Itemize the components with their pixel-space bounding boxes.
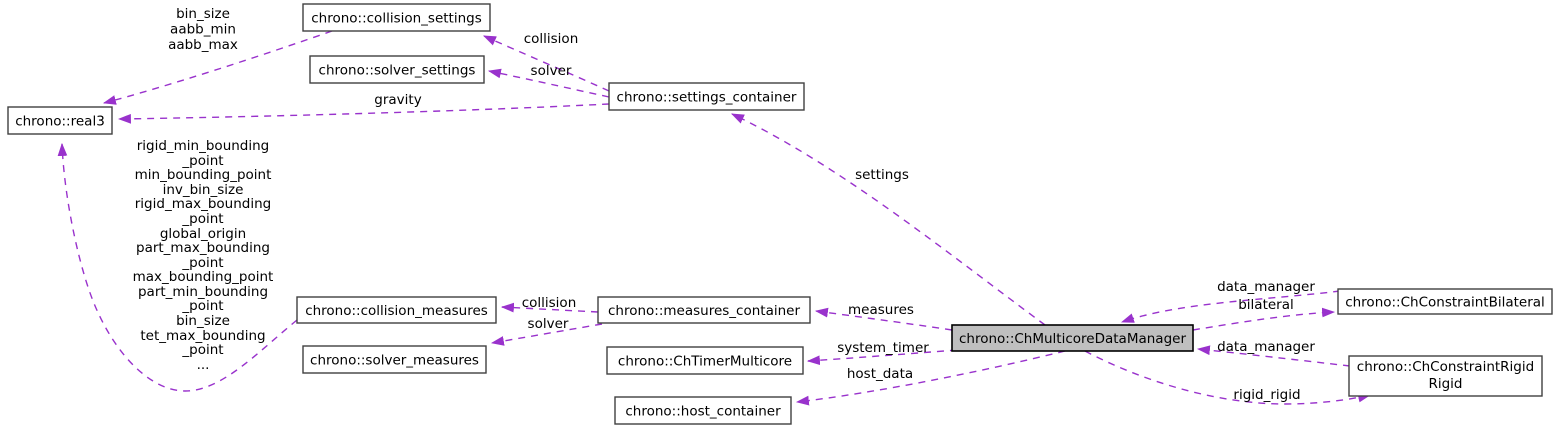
node-label-line1: chrono::ChConstraintRigid	[1357, 359, 1534, 375]
edge-settings-container-to-collision-settings	[483, 35, 610, 92]
edge-data-manager-to-constraint-rigid-rigid	[1084, 350, 1372, 405]
node-constraint-rigid-rigid[interactable]: chrono::ChConstraintRigid Rigid	[1348, 355, 1543, 397]
edge-label-real3-member: rigid_min_bounding	[137, 138, 270, 154]
edge-label-real3-member: _point	[181, 255, 223, 271]
edge-label-collision-measures: collision	[522, 295, 577, 311]
node-box	[302, 345, 487, 374]
node-settings-container[interactable]: chrono::settings_container	[608, 82, 805, 111]
edge-label-collision-settings: collision	[524, 31, 579, 47]
node-box	[608, 82, 805, 111]
edge-label-real3-member: _point	[181, 298, 223, 314]
node-box	[1348, 355, 1543, 397]
edge-settings-container-to-real3-gravity	[117, 103, 610, 124]
edge-label-real3-member: part_max_bounding	[136, 240, 270, 256]
edge-label-system-timer: system_timer	[837, 340, 929, 356]
edge-label-real3-member: part_min_bounding	[138, 284, 268, 300]
edge-data-manager-to-constraint-bilateral	[1192, 307, 1336, 331]
node-label: chrono::ChConstraintBilateral	[1345, 295, 1545, 311]
node-solver-settings[interactable]: chrono::solver_settings	[309, 55, 485, 84]
edge-label-real3-member: max_bounding_point	[133, 269, 274, 285]
edge-data-manager-to-timer-multicore	[806, 349, 958, 366]
edge-label-real3-member: _point	[181, 153, 223, 169]
node-box	[614, 396, 792, 425]
edge-constraint-bilateral-to-data-manager	[1120, 290, 1341, 323]
edge-label-real3-member: _point	[181, 211, 223, 227]
node-collision-settings[interactable]: chrono::collision_settings	[302, 3, 491, 32]
node-real3[interactable]: chrono::real3	[7, 106, 113, 135]
edge-label-solver-measures: solver	[528, 316, 569, 332]
edge-label-measures: measures	[848, 302, 914, 318]
node-solver-measures[interactable]: chrono::solver_measures	[302, 345, 487, 374]
node-label: chrono::collision_measures	[305, 303, 488, 319]
node-box	[606, 346, 804, 375]
edge-label-real3-member: ...	[197, 357, 210, 373]
edge-label-real3-member: min_bounding_point	[135, 167, 272, 183]
node-host-container[interactable]: chrono::host_container	[614, 396, 792, 425]
edge-data-manager-to-measures-container	[814, 307, 953, 331]
edge-collision-measures-to-real3	[57, 142, 298, 392]
edge-label-gravity: gravity	[374, 92, 421, 108]
node-box	[7, 106, 113, 135]
edge-label-bilateral: bilateral	[1238, 297, 1294, 313]
edge-label-host-data: host_data	[847, 366, 913, 382]
node-label: chrono::settings_container	[617, 90, 797, 106]
node-label: chrono::ChMulticoreDataManager	[959, 331, 1186, 347]
node-label: chrono::measures_container	[608, 303, 800, 319]
node-label: chrono::host_container	[625, 404, 781, 420]
edge-label-real3-member: tet_max_bounding	[140, 328, 265, 344]
node-box	[1337, 288, 1553, 315]
node-box	[597, 296, 811, 324]
node-label-line2: Rigid	[1428, 376, 1462, 392]
node-label: chrono::real3	[15, 114, 105, 130]
edge-label-real3-member: bin_size	[176, 313, 230, 329]
node-box	[302, 3, 491, 32]
node-measures-container[interactable]: chrono::measures_container	[597, 296, 811, 324]
edge-label-settings: settings	[855, 167, 909, 183]
edge-collision-settings-to-real3	[102, 30, 333, 105]
edge-constraint-rigid-rigid-to-data-manager	[1196, 345, 1351, 367]
node-label: chrono::collision_settings	[311, 11, 482, 27]
edge-label-solver-settings: solver	[531, 63, 572, 79]
node-collision-measures[interactable]: chrono::collision_measures	[296, 296, 497, 324]
edge-settings-container-to-solver-settings	[487, 68, 610, 98]
edge-label-real3-member: global_origin	[160, 226, 246, 242]
edge-label-aabb-max: aabb_max	[168, 37, 238, 53]
node-multicore-data-manager[interactable]: chrono::ChMulticoreDataManager	[951, 324, 1194, 352]
node-label: chrono::solver_settings	[319, 63, 476, 79]
edge-label-real3-member: inv_bin_size	[163, 182, 244, 198]
edge-label-rigid-rigid: rigid_rigid	[1233, 387, 1300, 403]
node-constraint-bilateral[interactable]: chrono::ChConstraintBilateral	[1337, 288, 1553, 315]
edge-label-real3-member: rigid_max_bounding	[135, 196, 272, 212]
node-box-highlighted	[951, 324, 1194, 352]
node-box	[309, 55, 485, 84]
node-label: chrono::solver_measures	[310, 353, 479, 369]
edge-label-aabb-min: aabb_min	[170, 22, 236, 38]
edge-measures-container-to-collision-measures	[500, 302, 599, 313]
edge-measures-container-to-solver-measures	[490, 323, 603, 346]
node-label: chrono::ChTimerMulticore	[618, 354, 792, 370]
edge-label-data-manager-bottom: data_manager	[1217, 339, 1315, 355]
edge-label-data-manager-top: data_manager	[1217, 279, 1315, 295]
edge-data-manager-to-settings-container	[731, 113, 1046, 326]
node-timer-multicore[interactable]: chrono::ChTimerMulticore	[606, 346, 804, 375]
edge-label-bin-size: bin_size	[176, 6, 230, 22]
edge-label-real3-member: _point	[181, 342, 223, 358]
node-box	[296, 296, 497, 324]
